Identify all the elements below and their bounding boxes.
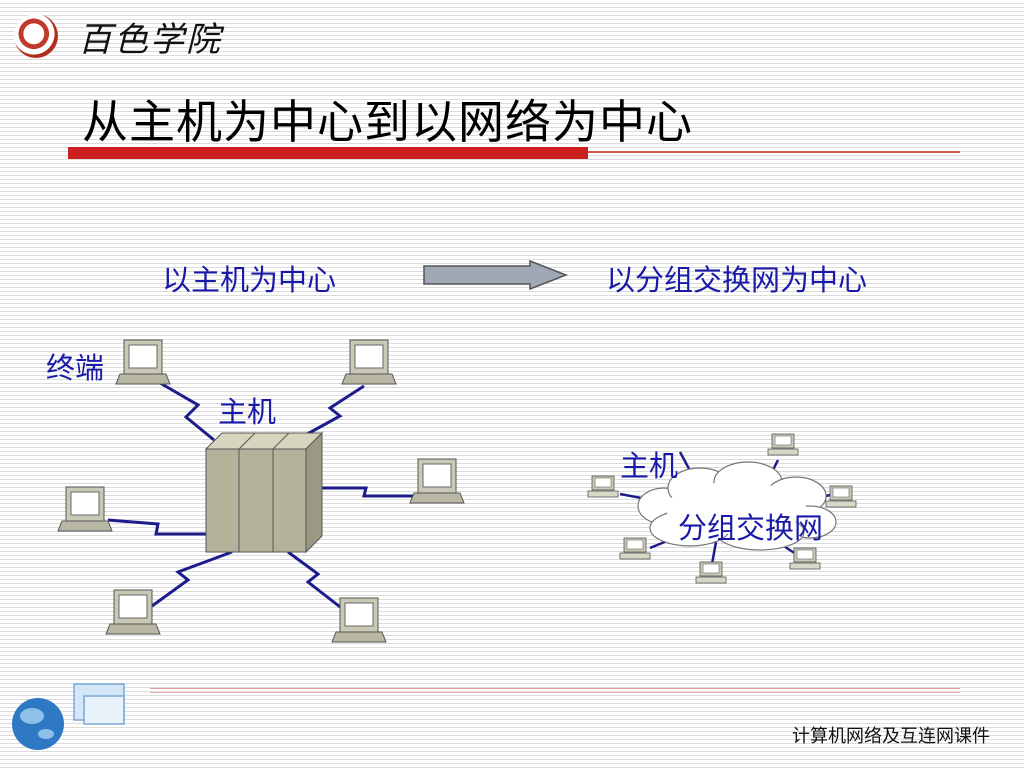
footer-divider xyxy=(150,688,960,689)
host-centric-label: 以主机为中心 xyxy=(162,263,337,297)
mainframe-host-icon xyxy=(204,431,324,554)
college-logo-text: 百色学院 xyxy=(78,20,222,60)
title-underline-bar xyxy=(68,147,588,159)
packet-network-label: 分组交换网 xyxy=(678,511,824,545)
host-label: 主机 xyxy=(218,395,277,429)
packet-network-cloud-icon xyxy=(637,461,837,551)
host-computer-icon xyxy=(695,561,727,584)
terminal-icon xyxy=(105,589,161,635)
college-logo-emblem xyxy=(14,14,58,58)
slide-title: 从主机为中心到以网络为中心 xyxy=(82,95,693,149)
host-links xyxy=(107,381,414,612)
title-underline-line xyxy=(588,151,960,153)
host-computer-icon xyxy=(587,475,619,498)
host-computer-icon xyxy=(789,547,821,570)
network-centric-label: 以分组交换网为中心 xyxy=(606,263,868,297)
network-host-label: 主机 xyxy=(620,449,679,483)
terminal-label: 终端 xyxy=(46,351,105,385)
host-computer-icon xyxy=(619,537,651,560)
terminal-icon xyxy=(409,458,465,504)
footer-divider-secondary xyxy=(150,692,960,693)
terminal-icon xyxy=(331,597,387,643)
host-computer-icon xyxy=(767,433,799,456)
host-computer-icon xyxy=(825,485,857,508)
terminal-icon xyxy=(57,486,113,532)
transition-arrow xyxy=(423,259,569,291)
terminal-icon xyxy=(341,339,397,385)
footer-course-title: 计算机网络及互连网课件 xyxy=(792,726,990,747)
terminal-icon xyxy=(115,339,171,385)
globe-decoration-icon xyxy=(12,683,125,750)
